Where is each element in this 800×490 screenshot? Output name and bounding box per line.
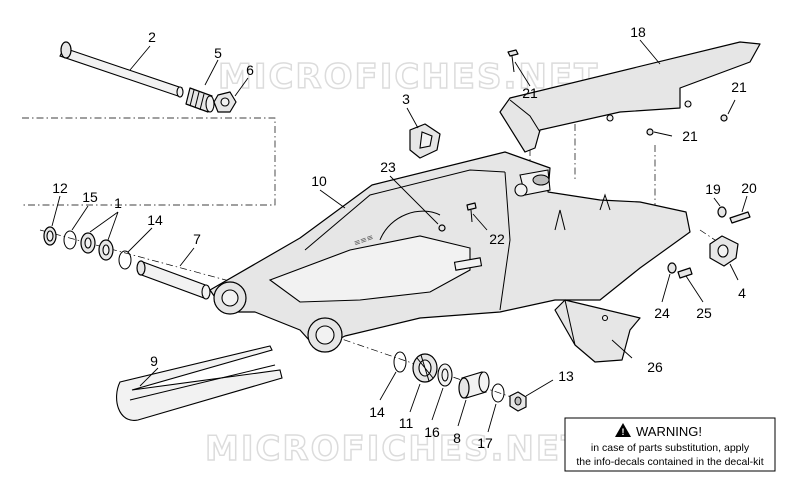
needle-bearing bbox=[412, 353, 438, 383]
callout-13: 13 bbox=[558, 368, 574, 384]
callout-23: 23 bbox=[380, 159, 396, 175]
bushing bbox=[185, 87, 215, 113]
callout-2: 2 bbox=[148, 29, 156, 45]
callout-10: 10 bbox=[311, 173, 327, 189]
pivot-shaft bbox=[59, 41, 184, 98]
ring-16 bbox=[437, 363, 453, 387]
circlip-15 bbox=[63, 230, 77, 250]
warning-line-1: in case of parts substitution, apply bbox=[591, 442, 750, 454]
callout-17: 17 bbox=[477, 435, 493, 451]
warning-box: ! WARNING! in case of parts substitution… bbox=[564, 417, 776, 472]
washer-17 bbox=[491, 383, 505, 403]
callout-14-left: 14 bbox=[147, 212, 163, 228]
callout-22: 22 bbox=[489, 231, 505, 247]
plug-4 bbox=[709, 235, 739, 267]
o-ring-14-right bbox=[393, 351, 407, 373]
callout-21-mid: 21 bbox=[682, 128, 698, 144]
bearing-1b bbox=[98, 239, 114, 261]
washer-24 bbox=[667, 262, 677, 274]
callout-7: 7 bbox=[193, 231, 201, 247]
warning-line-2: the info-decals contained in the decal-k… bbox=[576, 456, 763, 468]
nut-13 bbox=[509, 391, 527, 412]
chain-slider-block bbox=[409, 123, 441, 159]
callout-24: 24 bbox=[654, 305, 670, 321]
chain-slider bbox=[116, 345, 283, 421]
svg-text:!: ! bbox=[622, 427, 625, 437]
callout-16: 16 bbox=[424, 424, 440, 440]
o-ring-14 bbox=[118, 250, 132, 270]
screw-21-top bbox=[507, 49, 519, 73]
seal-12 bbox=[43, 226, 57, 246]
screw-21-mid bbox=[646, 128, 654, 136]
screw-25 bbox=[677, 267, 693, 279]
callout-8: 8 bbox=[453, 430, 461, 446]
callout-3: 3 bbox=[402, 91, 410, 107]
callout-19: 19 bbox=[705, 181, 721, 197]
callout-numbers: 2 5 6 3 21 18 21 21 10 23 22 12 15 1 14 … bbox=[52, 24, 757, 451]
bushing-8 bbox=[458, 371, 490, 399]
cover-26 bbox=[554, 299, 641, 363]
bearing-1a bbox=[80, 232, 96, 254]
swingarm: ≡≡≡ bbox=[209, 151, 691, 353]
leader-lines bbox=[51, 39, 748, 433]
screw-21-right bbox=[720, 114, 728, 122]
callout-14-right: 14 bbox=[369, 404, 385, 420]
callout-20: 20 bbox=[741, 180, 757, 196]
screw-22 bbox=[466, 202, 477, 223]
callout-5: 5 bbox=[214, 45, 222, 61]
watermark-top: MICROFICHES.NET bbox=[218, 57, 599, 97]
washer-19 bbox=[717, 206, 727, 218]
callout-21-top: 21 bbox=[522, 85, 538, 101]
chain-guard bbox=[499, 41, 761, 153]
callout-4: 4 bbox=[738, 285, 746, 301]
callout-6: 6 bbox=[246, 62, 254, 78]
screw-23 bbox=[438, 224, 446, 232]
callout-11: 11 bbox=[399, 415, 414, 431]
callout-15: 15 bbox=[82, 189, 98, 205]
callout-1: 1 bbox=[114, 195, 122, 211]
warning-triangle-icon: ! bbox=[615, 423, 631, 437]
screw-20 bbox=[729, 211, 751, 224]
callout-12: 12 bbox=[52, 180, 68, 196]
callout-18: 18 bbox=[630, 24, 646, 40]
nut bbox=[213, 91, 237, 113]
watermark-bottom: MICROFICHES.NET bbox=[205, 429, 586, 469]
callout-25: 25 bbox=[696, 305, 712, 321]
warning-title: WARNING! bbox=[636, 424, 702, 439]
callout-26: 26 bbox=[647, 359, 663, 375]
callout-9: 9 bbox=[150, 353, 158, 369]
callout-21-right: 21 bbox=[731, 79, 747, 95]
spacer-tube bbox=[136, 260, 211, 300]
